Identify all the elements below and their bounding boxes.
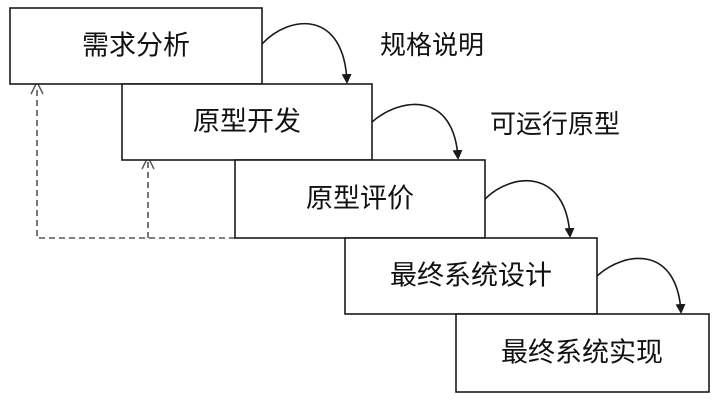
stage-box (344, 237, 598, 315)
feedback-loop-to-prototype-development (141, 155, 155, 238)
stage-label: 最终系统设计 (390, 261, 552, 292)
stage-final-system-design: 最终系统设计 (344, 237, 598, 315)
output-label-specification: 规格说明 (380, 31, 484, 61)
stage-requirements-analysis: 需求分析 (9, 7, 263, 85)
stage-box (455, 313, 710, 393)
flow-arrow-4-to-5 (596, 257, 686, 314)
flow-arrow-3-to-4 (484, 180, 575, 238)
stage-prototype-development: 原型开发 (121, 83, 373, 161)
stage-prototype-evaluation: 原型评价 (234, 159, 486, 239)
stage-label: 最终系统实现 (501, 338, 663, 369)
flow-arrow-1-to-2 (261, 22, 352, 84)
flow-arrow-2-to-3 (371, 103, 463, 160)
stage-label: 需求分析 (82, 31, 190, 62)
output-label-runnable-prototype: 可运行原型 (490, 110, 620, 140)
stage-box (121, 83, 373, 161)
stage-label: 原型评价 (306, 184, 414, 215)
stage-label: 原型开发 (193, 107, 301, 138)
stage-final-system-implementation: 最终系统实现 (455, 313, 710, 393)
